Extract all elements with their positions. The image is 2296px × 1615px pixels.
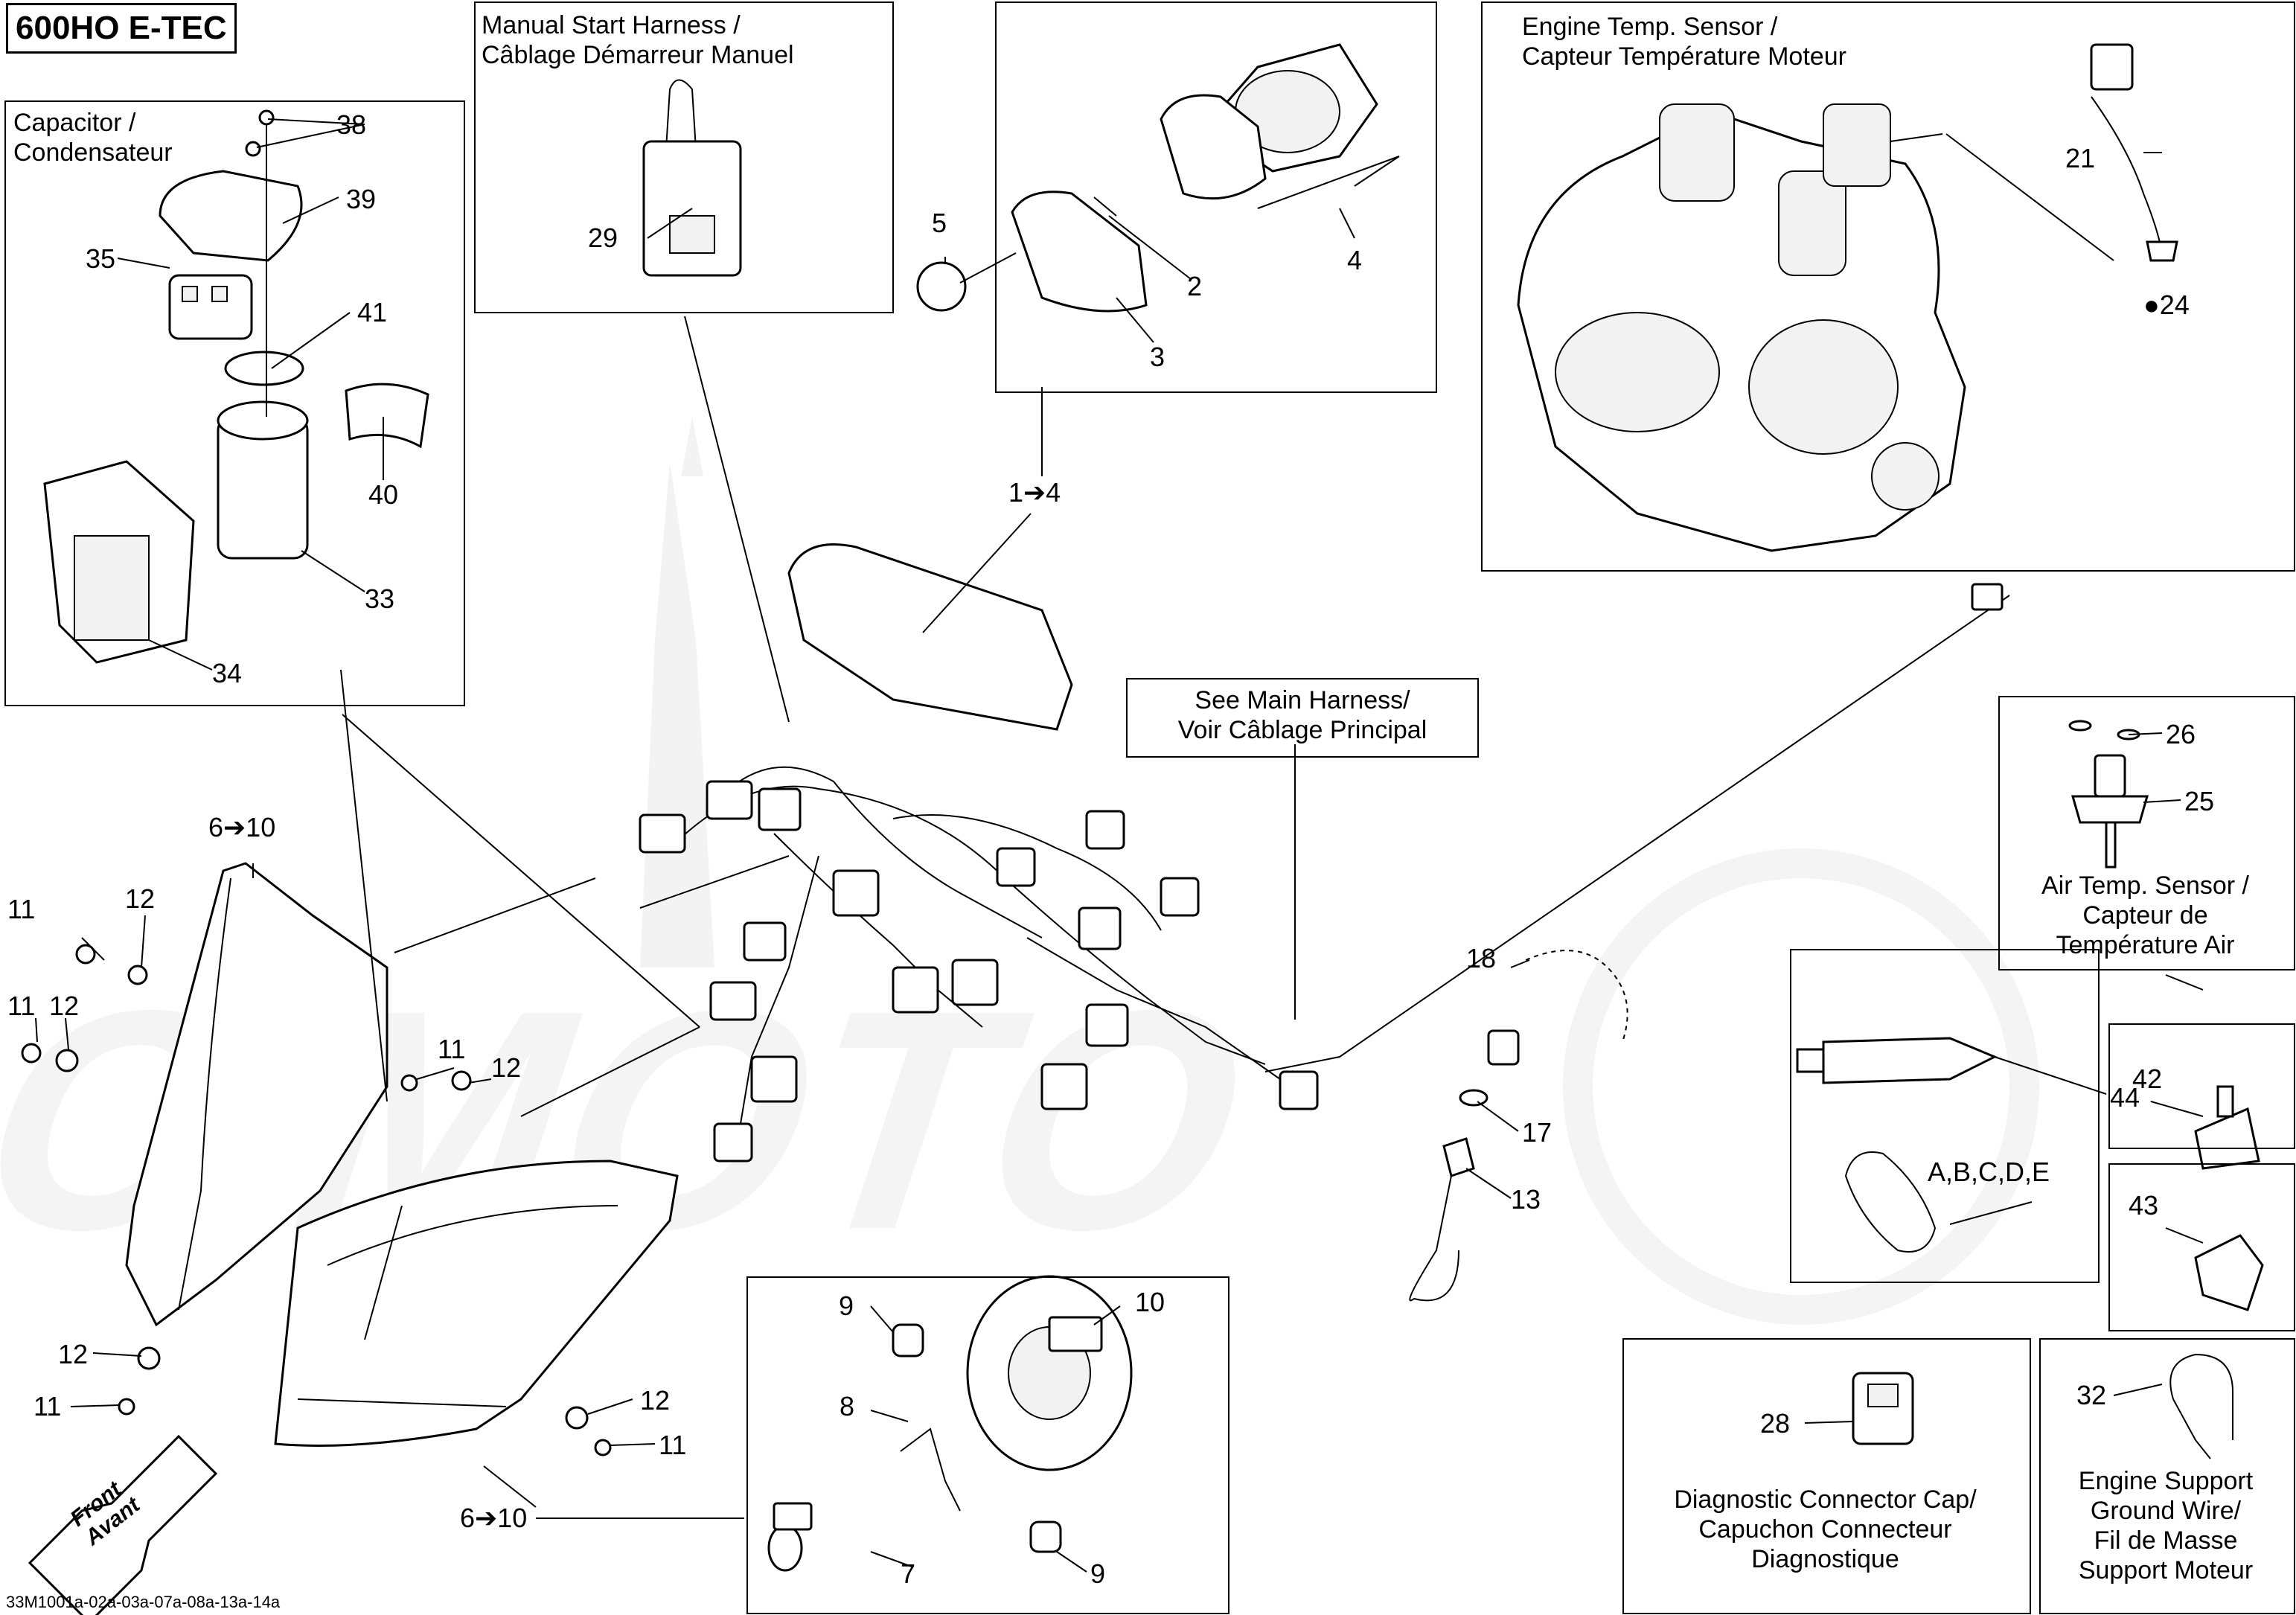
callout-29: 29 [588, 223, 618, 253]
clip-42-part [2194, 1085, 2260, 1170]
air-temp-sensor-part [2068, 720, 2149, 869]
headlight-part [274, 1160, 679, 1447]
callout-26: 26 [2166, 719, 2196, 749]
capacitor-box [4, 100, 465, 706]
bulb-box [746, 1276, 1229, 1614]
callout-11-c: 11 [438, 1034, 466, 1064]
screws [21, 944, 612, 1456]
callout-40: 40 [368, 479, 399, 510]
callout-9-b: 9 [1090, 1558, 1106, 1589]
callout-24-label: 24 [2159, 290, 2190, 320]
callout-4: 4 [1347, 245, 1363, 275]
callout-11-b: 11 [7, 991, 36, 1021]
gauge-parts [916, 43, 1378, 313]
callout-11-a: 11 [7, 894, 36, 924]
diagnostic-label: Diagnostic Connector Cap/ Capuchon Conne… [1674, 1486, 1977, 1573]
cable-tie-part [1844, 1151, 1937, 1253]
capacitor-label: Capacitor / Condensateur [13, 109, 173, 167]
drop-icon: ● [2143, 290, 2160, 320]
callout-7: 7 [901, 1558, 916, 1589]
gauge-box [995, 1, 1437, 393]
main-harness-box: See Main Harness/ Voir Câblage Principal [1126, 678, 1479, 758]
callout-1-to-4: 1➔4 [1008, 477, 1061, 508]
tether-cord-part [1409, 950, 1628, 1302]
callout-17: 17 [1522, 1117, 1552, 1148]
callout-28: 28 [1760, 1408, 1791, 1439]
manual-start-box [474, 1, 894, 313]
callout-41: 41 [357, 297, 388, 327]
callout-12-a: 12 [125, 883, 156, 914]
callout-13: 13 [1511, 1184, 1541, 1215]
leader-lines [35, 118, 2204, 1573]
callout-6-to-10-top: 6➔10 [208, 812, 276, 842]
kit-box [1790, 949, 2100, 1283]
clip-43-box [2108, 1163, 2295, 1331]
engine-temp-label: Engine Temp. Sensor / Capteur Températur… [1522, 13, 1846, 71]
clip-43-part [2194, 1234, 2264, 1311]
callout-43: 43 [2129, 1190, 2159, 1221]
callout-2: 2 [1187, 271, 1203, 301]
engine-part [1517, 43, 2178, 552]
callout-3: 3 [1150, 342, 1165, 372]
callout-10: 10 [1135, 1287, 1165, 1317]
callout-kit: A,B,C,D,E [1928, 1157, 2050, 1187]
grease-tube-part [1796, 1037, 1998, 1084]
callout-24: ●24 [2143, 290, 2190, 320]
ground-wire-box [2039, 1338, 2295, 1614]
ground-wire-part [2169, 1353, 2233, 1459]
callout-21: 21 [2065, 143, 2096, 173]
callout-9-a: 9 [839, 1291, 854, 1321]
callout-32: 32 [2076, 1380, 2107, 1410]
callout-11-d: 11 [33, 1391, 62, 1421]
callout-11-e: 11 [659, 1430, 687, 1460]
front-arrow-icon [28, 1434, 218, 1615]
callout-12-d: 12 [58, 1339, 89, 1369]
callout-5: 5 [932, 208, 947, 238]
diagnostic-box [1622, 1338, 2031, 1614]
callout-38: 38 [336, 109, 367, 140]
manual-start-label: Manual Start Harness / Câblage Démarreur… [482, 11, 794, 69]
document-code: 33M1001a-02a-03a-07a-08a-13a-14a [6, 1593, 281, 1611]
capacitor-parts [43, 109, 429, 664]
callout-25: 25 [2184, 786, 2215, 816]
callout-8: 8 [840, 1391, 855, 1421]
callout-35: 35 [86, 243, 116, 274]
diagnostic-cap-part [1852, 1372, 1914, 1445]
main-harness-label: See Main Harness/ Voir Câblage Principal [1177, 686, 1427, 744]
fairing-left-part [125, 862, 388, 1327]
air-temp-box [1998, 696, 2295, 970]
air-temp-label: Air Temp. Sensor / Capteur de Températur… [2041, 872, 2250, 959]
callout-39: 39 [346, 184, 377, 214]
callout-34: 34 [212, 658, 243, 688]
callout-42: 42 [2132, 1064, 2163, 1094]
callout-33: 33 [365, 583, 395, 614]
main-harness-part [639, 543, 2010, 1163]
callout-12-c: 12 [491, 1052, 522, 1083]
callout-44: 44 [2110, 1082, 2140, 1113]
model-title: 600HO E-TEC [6, 3, 237, 54]
callout-18: 18 [1466, 943, 1497, 973]
clip-42-box [2108, 1023, 2295, 1149]
bulb-parts [767, 1275, 1133, 1572]
ground-wire-label: Engine Support Ground Wire/ Fil de Masse… [2078, 1467, 2254, 1584]
callout-6-to-10-bottom: 6➔10 [460, 1503, 528, 1533]
callout-12-e: 12 [640, 1385, 671, 1416]
engine-temp-box [1481, 1, 2295, 572]
callout-12-b: 12 [49, 991, 80, 1021]
